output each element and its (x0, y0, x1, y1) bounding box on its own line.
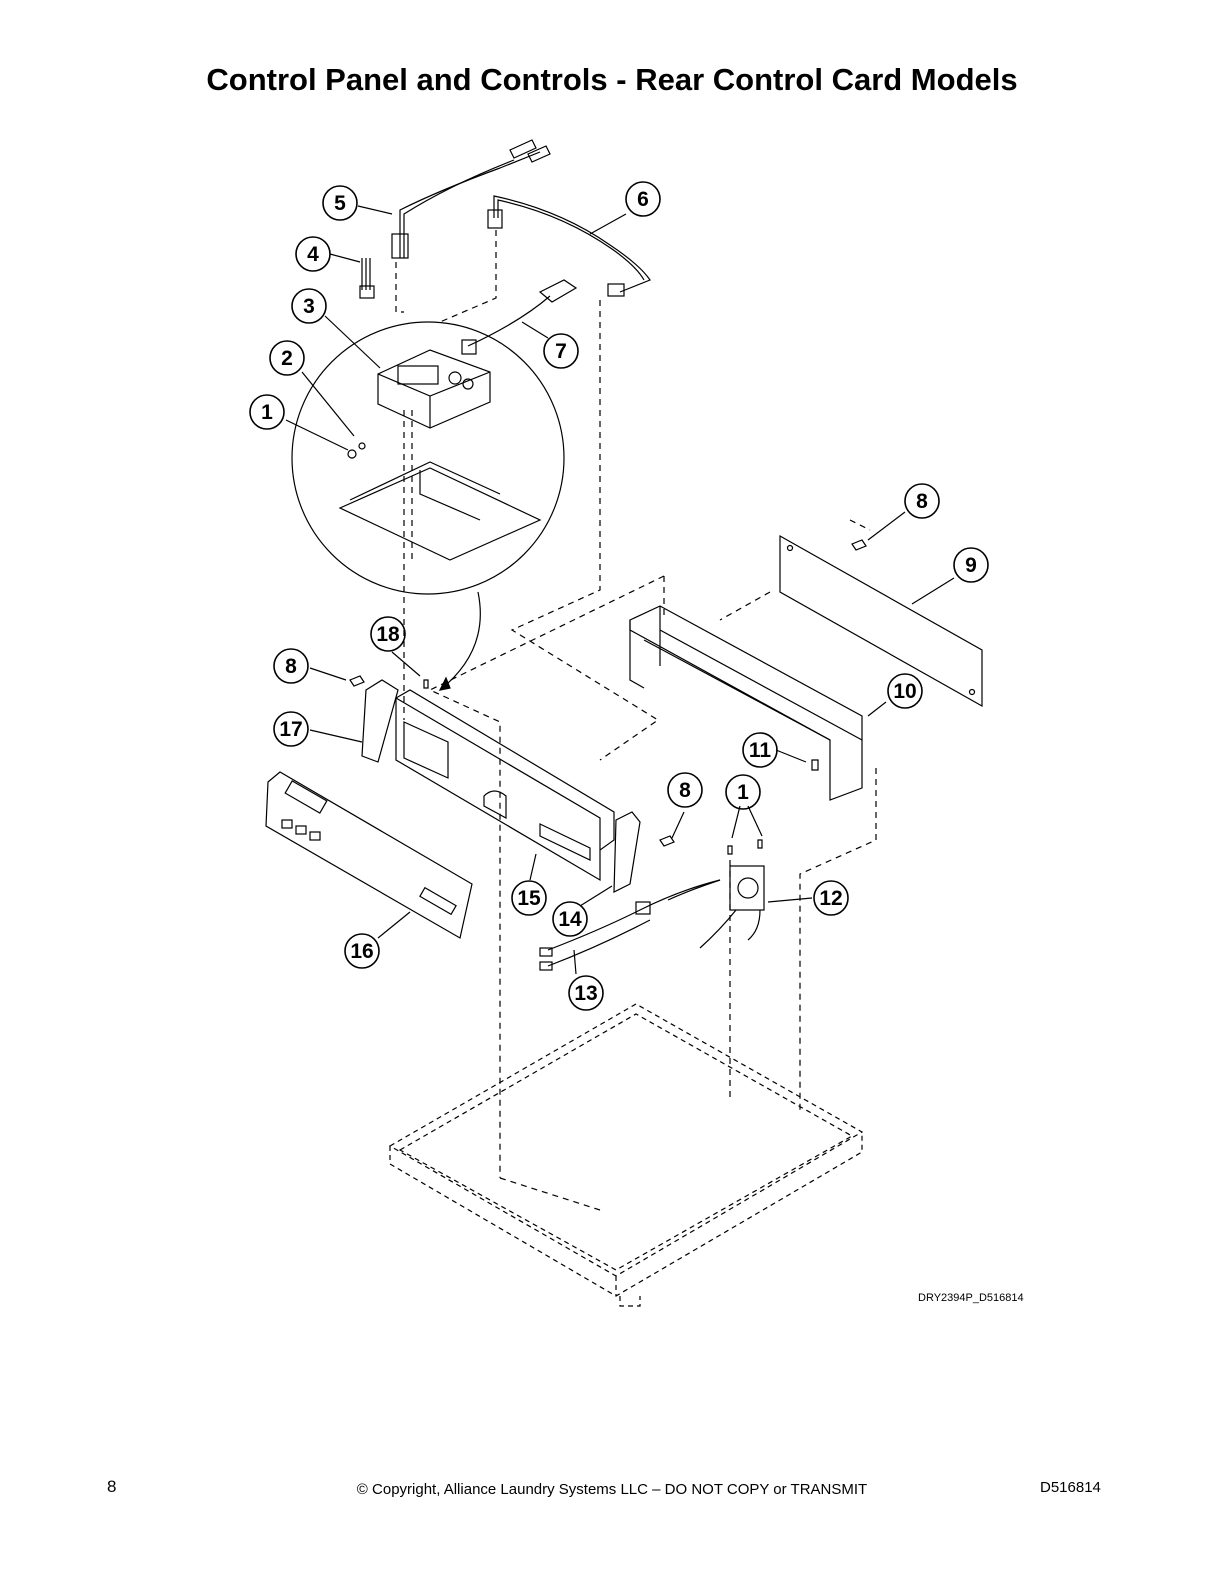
drawing-code: DRY2394P_D516814 (918, 1292, 1024, 1304)
harness-5-part (391, 139, 551, 259)
callout-16: 16 (350, 940, 373, 963)
leader-lines (285, 205, 955, 975)
callout-2: 2 (281, 347, 293, 370)
bracket-detail (338, 461, 542, 561)
copyright-notice: © Copyright, Alliance Laundry Systems LL… (356, 1481, 868, 1498)
callout-10: 10 (893, 680, 916, 703)
callout-9: 9 (965, 554, 977, 577)
callout-5: 5 (334, 192, 346, 215)
callout-13: 13 (574, 982, 597, 1005)
screw-parts (347, 442, 867, 855)
detail-circle (291, 321, 565, 595)
overlay-16-part (265, 771, 473, 939)
callout-18: 18 (376, 623, 400, 646)
callout-8-right: 8 (679, 779, 691, 802)
harness-7-part (461, 279, 578, 355)
callout-14: 14 (558, 908, 582, 931)
harness-13-part (539, 879, 721, 971)
harness-6-part (487, 195, 651, 297)
callout-11: 11 (749, 739, 772, 762)
callout-8-rear: 8 (916, 490, 928, 513)
callout-17: 17 (279, 718, 302, 741)
callout-15: 15 (517, 887, 541, 910)
callout-1-lower: 1 (737, 781, 749, 804)
document-id: D516814 (1040, 1479, 1101, 1496)
console-housing-part (629, 605, 863, 801)
harness-4-part (359, 258, 375, 299)
transformer-part (667, 865, 765, 949)
callout-7: 7 (555, 340, 567, 363)
end-cap-17-part (361, 679, 399, 763)
callout-12: 12 (819, 887, 842, 910)
control-panel-part (395, 689, 615, 882)
callout-1: 1 (261, 401, 273, 424)
callout-circles (249, 181, 989, 1011)
callout-4: 4 (307, 243, 319, 266)
page-number: 8 (107, 1477, 117, 1496)
callout-8-left: 8 (285, 655, 297, 678)
callout-3: 3 (303, 295, 315, 318)
control-board-part (377, 349, 491, 429)
cabinet-top-outline (388, 1003, 864, 1307)
page-title: Control Panel and Controls - Rear Contro… (206, 62, 1018, 97)
end-cap-14-part (613, 811, 641, 893)
callout-6: 6 (637, 188, 649, 211)
rear-panel-part (779, 534, 983, 708)
